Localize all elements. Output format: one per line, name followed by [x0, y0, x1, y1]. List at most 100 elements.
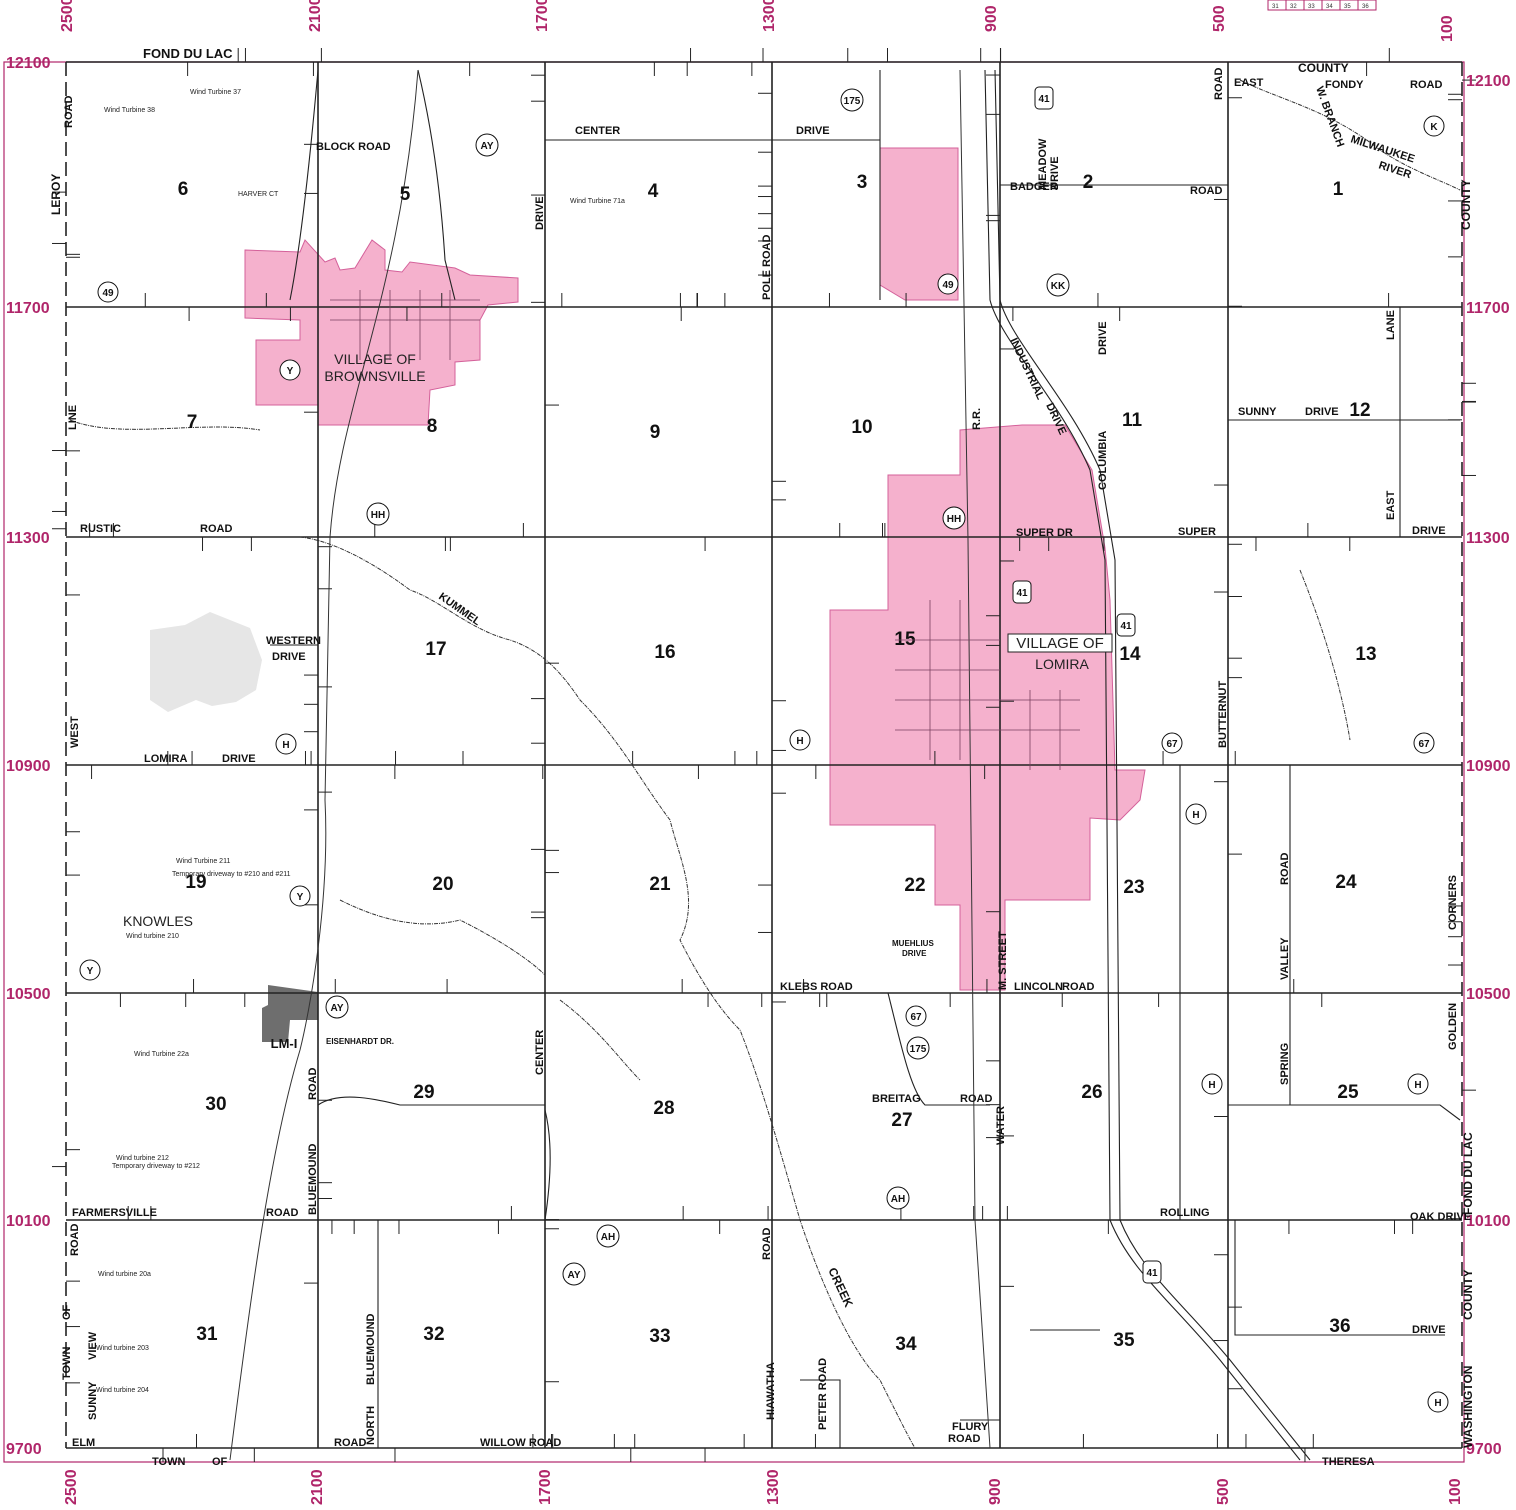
shield-41: 41 — [1142, 1260, 1162, 1284]
place-knowles: KNOWLES — [123, 913, 193, 929]
village-brownsville-line1: VILLAGE OF — [334, 351, 416, 367]
road-county-right: COUNTY — [1459, 179, 1473, 230]
svg-text:67: 67 — [1166, 739, 1178, 750]
svg-text:67: 67 — [1418, 739, 1430, 750]
key-map-inset: 31 32 33 34 35 36 — [1267, 0, 1377, 11]
road-meadow: MEADOW — [1037, 138, 1049, 190]
shield-y: Y — [289, 885, 311, 907]
shield-kk: KK — [1046, 273, 1070, 297]
axis-left-label: 10500 — [6, 986, 51, 1003]
section-1: 1 — [1333, 179, 1344, 200]
road-town-left: TOWN — [61, 1347, 73, 1380]
shield-y: Y — [79, 959, 101, 981]
road-lincoln-road: ROAD — [1062, 981, 1094, 993]
svg-text:K: K — [1430, 122, 1438, 133]
section-29: 29 — [413, 1082, 434, 1103]
shield-67: 67 — [905, 1005, 927, 1027]
road-super: SUPER — [1178, 526, 1216, 538]
section-6: 6 — [178, 179, 189, 200]
key-cell: 31 — [1272, 4, 1279, 10]
road-bluemound: BLUEMOUND — [307, 1143, 319, 1215]
road-drive-v: DRIVE — [534, 196, 546, 230]
axis-bottom-label: 100 — [1447, 1478, 1464, 1505]
key-cell: 32 — [1290, 4, 1297, 10]
axis-top: 2500 2100 1700 1300 900 500 100 — [59, 0, 1456, 42]
svg-text:AH: AH — [601, 1232, 615, 1243]
road-fondy: FONDY — [1325, 79, 1364, 91]
svg-text:49: 49 — [102, 288, 114, 299]
section-25: 25 — [1337, 1082, 1359, 1103]
address-ticks — [52, 48, 1476, 1462]
svg-text:67: 67 — [910, 1012, 922, 1023]
village-streets — [330, 290, 1080, 770]
axis-left-label: 10100 — [6, 1213, 51, 1230]
shield-41: 41 — [1034, 86, 1054, 110]
section-22: 22 — [904, 875, 925, 896]
road-lomira: LOMIRA — [144, 753, 187, 765]
road-golden: GOLDEN — [1447, 1003, 1459, 1050]
road-main-street: M. STREET — [997, 931, 1009, 990]
road-east: EAST — [1234, 77, 1264, 89]
axis-right-label: 11700 — [1466, 300, 1510, 317]
key-cell: 35 — [1344, 4, 1351, 10]
section-35: 35 — [1113, 1330, 1135, 1351]
lm1-site — [262, 985, 318, 1042]
axis-right-label: 10100 — [1466, 1213, 1511, 1230]
road-ne: ROAD — [1213, 68, 1225, 100]
road-elm: ELM — [72, 1437, 95, 1449]
village-labels: VILLAGE OF BROWNSVILLE VILLAGE OF LOMIRA… — [123, 351, 1113, 1051]
section-19: 19 — [185, 872, 206, 893]
road-willow: WILLOW ROAD — [480, 1437, 561, 1449]
shield-hh: HH — [942, 506, 966, 530]
svg-text:H: H — [1414, 1080, 1421, 1091]
section-27: 27 — [891, 1110, 912, 1131]
road-center: CENTER — [575, 125, 620, 137]
road-fond-du-lac-top: FOND DU LAC — [143, 46, 233, 61]
road-spring: SPRING — [1279, 1043, 1291, 1085]
svg-text:AY: AY — [568, 1270, 581, 1281]
section-17: 17 — [425, 639, 446, 660]
road-center-drive: DRIVE — [796, 125, 830, 137]
road-of-left: OF — [61, 1304, 73, 1320]
road-rolling: ROLLING — [1160, 1207, 1210, 1219]
svg-text:H: H — [1434, 1398, 1441, 1409]
section-5: 5 — [400, 184, 411, 205]
svg-text:175: 175 — [844, 96, 861, 107]
village-brownsville-line2: BROWNSVILLE — [324, 368, 425, 384]
shield-175: 175 — [906, 1036, 930, 1060]
svg-text:KK: KK — [1051, 281, 1066, 292]
axis-bottom-label: 2100 — [309, 1469, 326, 1505]
road-town-bottom: TOWN — [152, 1456, 185, 1468]
wind-turbine-71a: Wind Turbine 71a — [570, 198, 625, 205]
section-11: 11 — [1122, 410, 1143, 431]
axis-right-label: 10500 — [1466, 986, 1511, 1003]
road-view: VIEW — [87, 1331, 99, 1360]
svg-text:Y: Y — [87, 966, 94, 977]
highway-shields: 49 49 Y Y Y H H H H H H HH HH AY AY AY A… — [79, 86, 1449, 1413]
section-7: 7 — [187, 412, 198, 433]
wind-turbine-22a: Wind Turbine 22a — [134, 1051, 189, 1058]
road-blue-road: ROAD — [307, 1068, 319, 1100]
axis-top-label: 1300 — [761, 0, 778, 32]
svg-text:AH: AH — [891, 1194, 905, 1205]
village-lomira-line2: LOMIRA — [1035, 656, 1089, 672]
axis-right-label: 10900 — [1466, 758, 1511, 775]
shield-ay: AY — [475, 133, 499, 157]
shield-ay: AY — [325, 995, 349, 1019]
wind-turbine-204: Wind turbine 204 — [96, 1387, 149, 1394]
road-butternut: BUTTERNUT — [1217, 681, 1229, 748]
section-15: 15 — [894, 629, 916, 650]
svg-text:HH: HH — [947, 514, 961, 525]
section-2: 2 — [1083, 172, 1094, 193]
road-valley-road: ROAD — [1279, 853, 1291, 885]
road-columbia: COLUMBIA — [1097, 431, 1109, 490]
road-water: WATER — [995, 1106, 1007, 1145]
section-26: 26 — [1081, 1082, 1102, 1103]
road-lane: LANE — [1385, 310, 1397, 340]
axis-left-label: 10900 — [6, 758, 51, 775]
shield-h: H — [1427, 1391, 1449, 1413]
road-valley: VALLEY — [1279, 937, 1291, 980]
shield-49: 49 — [97, 281, 119, 303]
road-badger: BADGER — [1010, 181, 1058, 193]
road-farmersville: FARMERSVILLE — [72, 1207, 157, 1219]
